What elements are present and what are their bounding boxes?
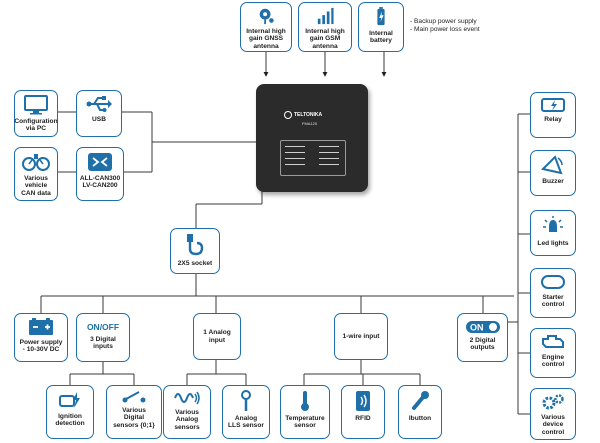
relay-icon	[541, 98, 565, 112]
starter-control-label: Starter control	[541, 294, 565, 309]
relay-box: Relay	[530, 92, 576, 138]
gauges-icon	[22, 154, 50, 171]
battery-note-power-loss: - Main power loss event	[410, 26, 480, 33]
engine-icon	[542, 335, 564, 348]
teltonika-logo-icon	[284, 111, 292, 119]
digital-inputs-box: ON/OFF 3 Digital inputs	[76, 313, 130, 362]
power-icon	[29, 318, 53, 335]
can-adapter-icon	[88, 153, 112, 171]
gears-icon	[542, 394, 564, 410]
battery-icon	[377, 7, 385, 26]
analog-input-label: 1 Analog input	[203, 329, 231, 344]
fma120-device: TELTONIKA FMA120	[256, 84, 368, 192]
one-wire-input-box: 1-wire input	[334, 313, 388, 360]
device-brand: TELTONIKA	[294, 112, 323, 118]
usb-box: USB	[76, 90, 122, 137]
fuel-probe-icon	[241, 390, 251, 411]
thermometer-icon	[301, 391, 309, 411]
gsm-antenna-label: Internal high gain GSM antenna	[305, 28, 345, 50]
lls-sensor-box: Analog LLS sensor	[222, 385, 270, 439]
ibutton-label: Ibutton	[408, 415, 432, 422]
relay-label: Relay	[544, 116, 562, 123]
gsm-antenna-icon	[317, 7, 334, 25]
gnss-antenna-icon	[259, 8, 274, 25]
led-icon	[543, 216, 563, 232]
digital-outputs-box: ON 2 Digital outputs	[457, 313, 508, 362]
battery-notes: - Backup power supply - Main power loss …	[410, 18, 480, 34]
engine-control-box: Engine control	[530, 328, 576, 378]
usb-icon	[86, 96, 112, 112]
analog-sensors-box: Various Analog sensors	[163, 385, 211, 439]
power-supply-box: Power supply - 10-30V DC	[14, 313, 68, 362]
digital-outputs-label: 2 Digital outputs	[469, 337, 496, 352]
internal-battery-label: Internal battery	[369, 30, 393, 45]
device-label-plate	[280, 140, 346, 176]
buzzer-icon	[541, 155, 563, 175]
engine-control-label: Engine control	[541, 354, 565, 369]
one-wire-input-label: 1-wire input	[342, 332, 380, 340]
toggle-icon: ON	[465, 321, 500, 333]
power-supply-label: Power supply - 10-30V DC	[19, 339, 63, 354]
vehicle-can-data-label: Various vehicle CAN data	[21, 175, 51, 197]
monitor-icon	[24, 95, 48, 115]
digital-inputs-label: 3 Digital inputs	[90, 336, 116, 351]
rfid-label: RFID	[355, 415, 371, 422]
gnss-antenna-box: Internal high gain GNSS antenna	[240, 2, 292, 52]
gsm-antenna-box: Internal high gain GSM antenna	[298, 2, 352, 52]
gnss-antenna-label: Internal high gain GNSS antenna	[246, 28, 286, 50]
temperature-sensor-label: Temperature sensor	[285, 415, 325, 430]
led-lights-box: Led lights	[530, 210, 576, 256]
buzzer-label: Buzzer	[542, 178, 564, 185]
starter-control-box: Starter control	[530, 268, 576, 318]
ibutton-icon	[412, 391, 429, 410]
digital-sensors-label: Various Digital sensors {0;1}	[113, 407, 155, 429]
ignition-detection-label: Ignition detection	[55, 413, 85, 428]
configuration-pc-label: Configuration via PC	[14, 118, 58, 133]
digital-sensors-box: Various Digital sensors {0;1}	[106, 385, 162, 439]
device-control-label: Various device control	[541, 414, 565, 436]
configuration-pc-box: Configuration via PC	[14, 90, 58, 137]
analog-sensors-label: Various Analog sensors	[174, 409, 200, 431]
switch-icon	[122, 391, 146, 403]
svg-text:ON: ON	[470, 323, 484, 333]
socket-box: 2X5 socket	[170, 228, 220, 274]
internal-battery-box: Internal battery	[358, 2, 404, 52]
can-adapter-box: ALL-CAN300 LV-CAN200	[76, 147, 124, 201]
ignition-icon	[59, 392, 80, 408]
lls-sensor-label: Analog LLS sensor	[228, 415, 264, 430]
ignition-detection-box: Ignition detection	[46, 385, 94, 439]
ibutton-box: Ibutton	[398, 385, 442, 439]
vehicle-can-data-box: Various vehicle CAN data	[14, 147, 58, 201]
analog-input-box: 1 Analog input	[193, 313, 241, 360]
buzzer-box: Buzzer	[530, 150, 576, 196]
socket-icon	[187, 234, 204, 256]
led-lights-label: Led lights	[537, 240, 569, 247]
device-control-box: Various device control	[530, 388, 576, 440]
socket-label: 2X5 socket	[177, 260, 213, 267]
analog-wave-icon	[174, 391, 200, 405]
rfid-icon	[356, 391, 370, 411]
on-off-icon: ON/OFF	[86, 322, 120, 332]
temperature-sensor-box: Temperature sensor	[280, 385, 330, 439]
rfid-box: RFID	[341, 385, 385, 439]
device-model: FMA120	[302, 121, 318, 126]
starter-icon	[541, 275, 565, 289]
battery-note-backup: - Backup power supply	[410, 18, 477, 25]
can-adapter-label: ALL-CAN300 LV-CAN200	[79, 175, 121, 190]
usb-label: USB	[92, 116, 106, 123]
